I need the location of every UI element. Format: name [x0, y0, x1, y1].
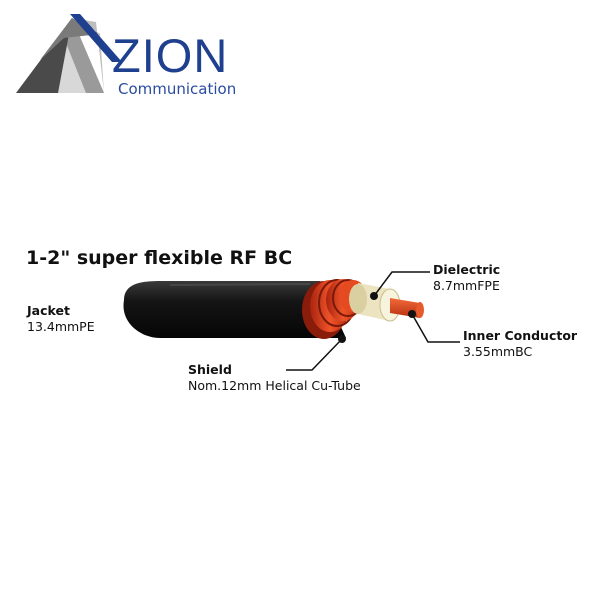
dielectric-pointer-dot [370, 292, 378, 300]
dielectric-spec: 8.7mmFPE [433, 278, 500, 293]
logo-swoosh [70, 14, 122, 62]
inner-conductor-spec: 3.55mmBC [463, 344, 533, 359]
dielectric-name: Dielectric [433, 262, 501, 277]
shield-name: Shield [188, 362, 232, 377]
logo-brand: ZION [112, 29, 228, 82]
inner-conductor-pointer-dot [408, 310, 416, 318]
inner-conductor-name: Inner Conductor [463, 328, 578, 343]
inner-conductor-leader [411, 313, 460, 343]
logo-subtitle: Communication [118, 80, 236, 98]
dielectric-label: Dielectric 8.7mmFPE [433, 262, 500, 294]
jacket-name: Jacket [27, 303, 70, 318]
dielectric-leader [373, 271, 430, 297]
jacket-layer [123, 281, 346, 338]
leader-lines [286, 271, 460, 371]
cable [123, 279, 424, 339]
shield-label: Shield Nom.12mm Helical Cu-Tube [188, 362, 361, 394]
shield-pointer-dot [338, 335, 346, 343]
shield-spec: Nom.12mm Helical Cu-Tube [188, 378, 361, 393]
jacket-spec: 13.4mmPE [27, 319, 95, 334]
inner-conductor-label: Inner Conductor 3.55mmBC [463, 328, 577, 360]
diagram-title: 1-2" super flexible RF BC [26, 247, 293, 269]
jacket-label: Jacket 13.4mmPE [27, 303, 95, 335]
shield-leader [286, 338, 343, 371]
